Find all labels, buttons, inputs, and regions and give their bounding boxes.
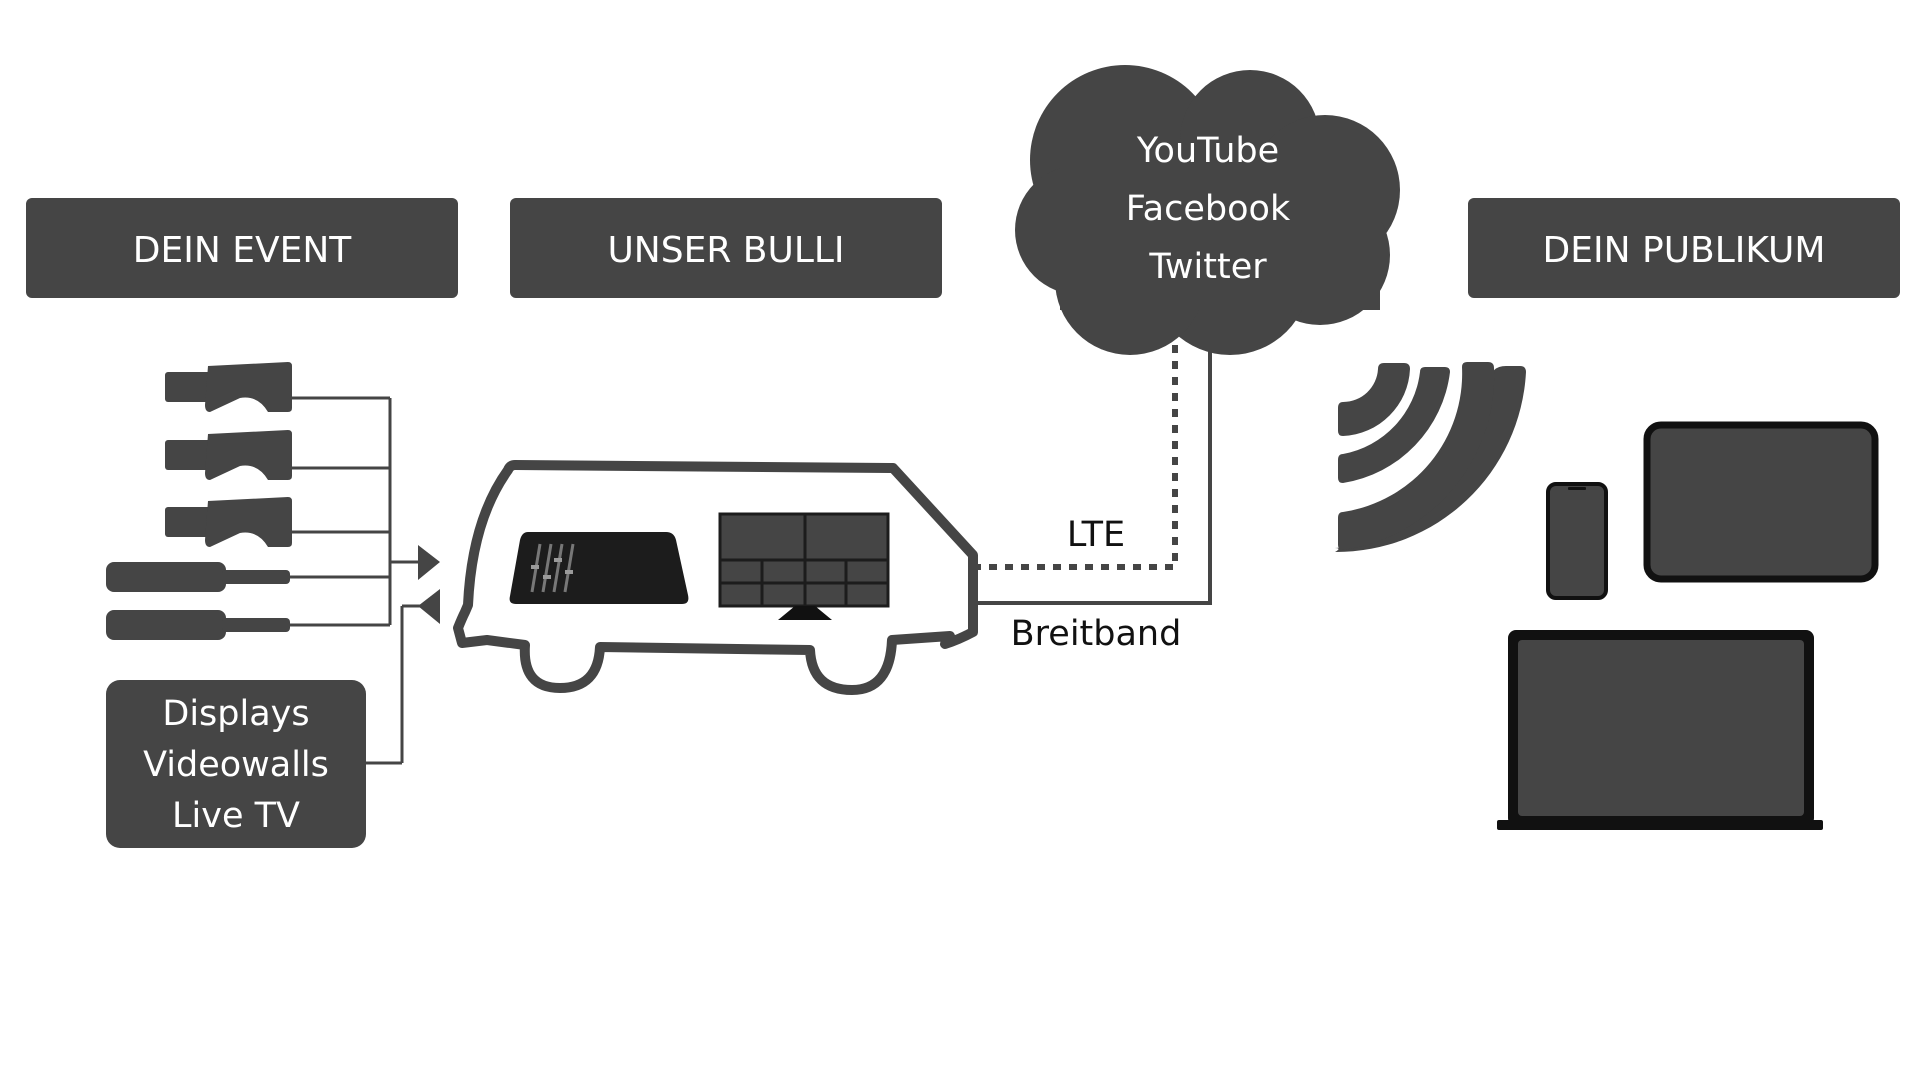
video-camera-icon	[165, 430, 292, 480]
microphone-icon	[106, 562, 290, 592]
header-dein-publikum-label: DEIN PUBLIKUM	[1543, 230, 1826, 271]
audio-mixer-icon	[509, 532, 689, 604]
broadband-label: Breitband	[1011, 614, 1182, 654]
input-arrow-in	[418, 545, 440, 580]
output-line-videowalls: Videowalls	[143, 745, 329, 785]
cloud-line-youtube: YouTube	[1136, 131, 1279, 171]
cloud-line-twitter: Twitter	[1148, 247, 1267, 287]
lte-connection	[973, 330, 1178, 570]
header-unser-bulli-label: UNSER BULLI	[607, 230, 844, 271]
output-arrow-out	[418, 589, 440, 624]
video-camera-icon	[165, 362, 292, 412]
cloud-icon: YouTube Facebook Twitter	[1015, 65, 1400, 355]
tablet-icon	[1643, 421, 1879, 583]
microphone-icon	[106, 610, 290, 640]
video-camera-icon	[165, 497, 292, 547]
output-line-livetv: Live TV	[172, 796, 300, 836]
lte-label: LTE	[1067, 515, 1125, 555]
output-line-displays: Displays	[162, 694, 309, 734]
laptop-icon	[1497, 630, 1823, 830]
broadband-connection	[973, 330, 1212, 605]
smartphone-icon	[1546, 482, 1608, 600]
outputs-box: Displays Videowalls Live TV	[106, 680, 366, 848]
input-wiring	[290, 396, 425, 765]
header-dein-event-label: DEIN EVENT	[133, 230, 353, 271]
cloud-line-facebook: Facebook	[1126, 189, 1291, 229]
wireless-signal-icon	[1335, 362, 1526, 553]
header-dein-publikum: DEIN PUBLIKUM	[1468, 198, 1900, 298]
header-unser-bulli: UNSER BULLI	[510, 198, 942, 298]
header-dein-event: DEIN EVENT	[26, 198, 458, 298]
multiviewer-monitor-icon	[718, 512, 890, 620]
